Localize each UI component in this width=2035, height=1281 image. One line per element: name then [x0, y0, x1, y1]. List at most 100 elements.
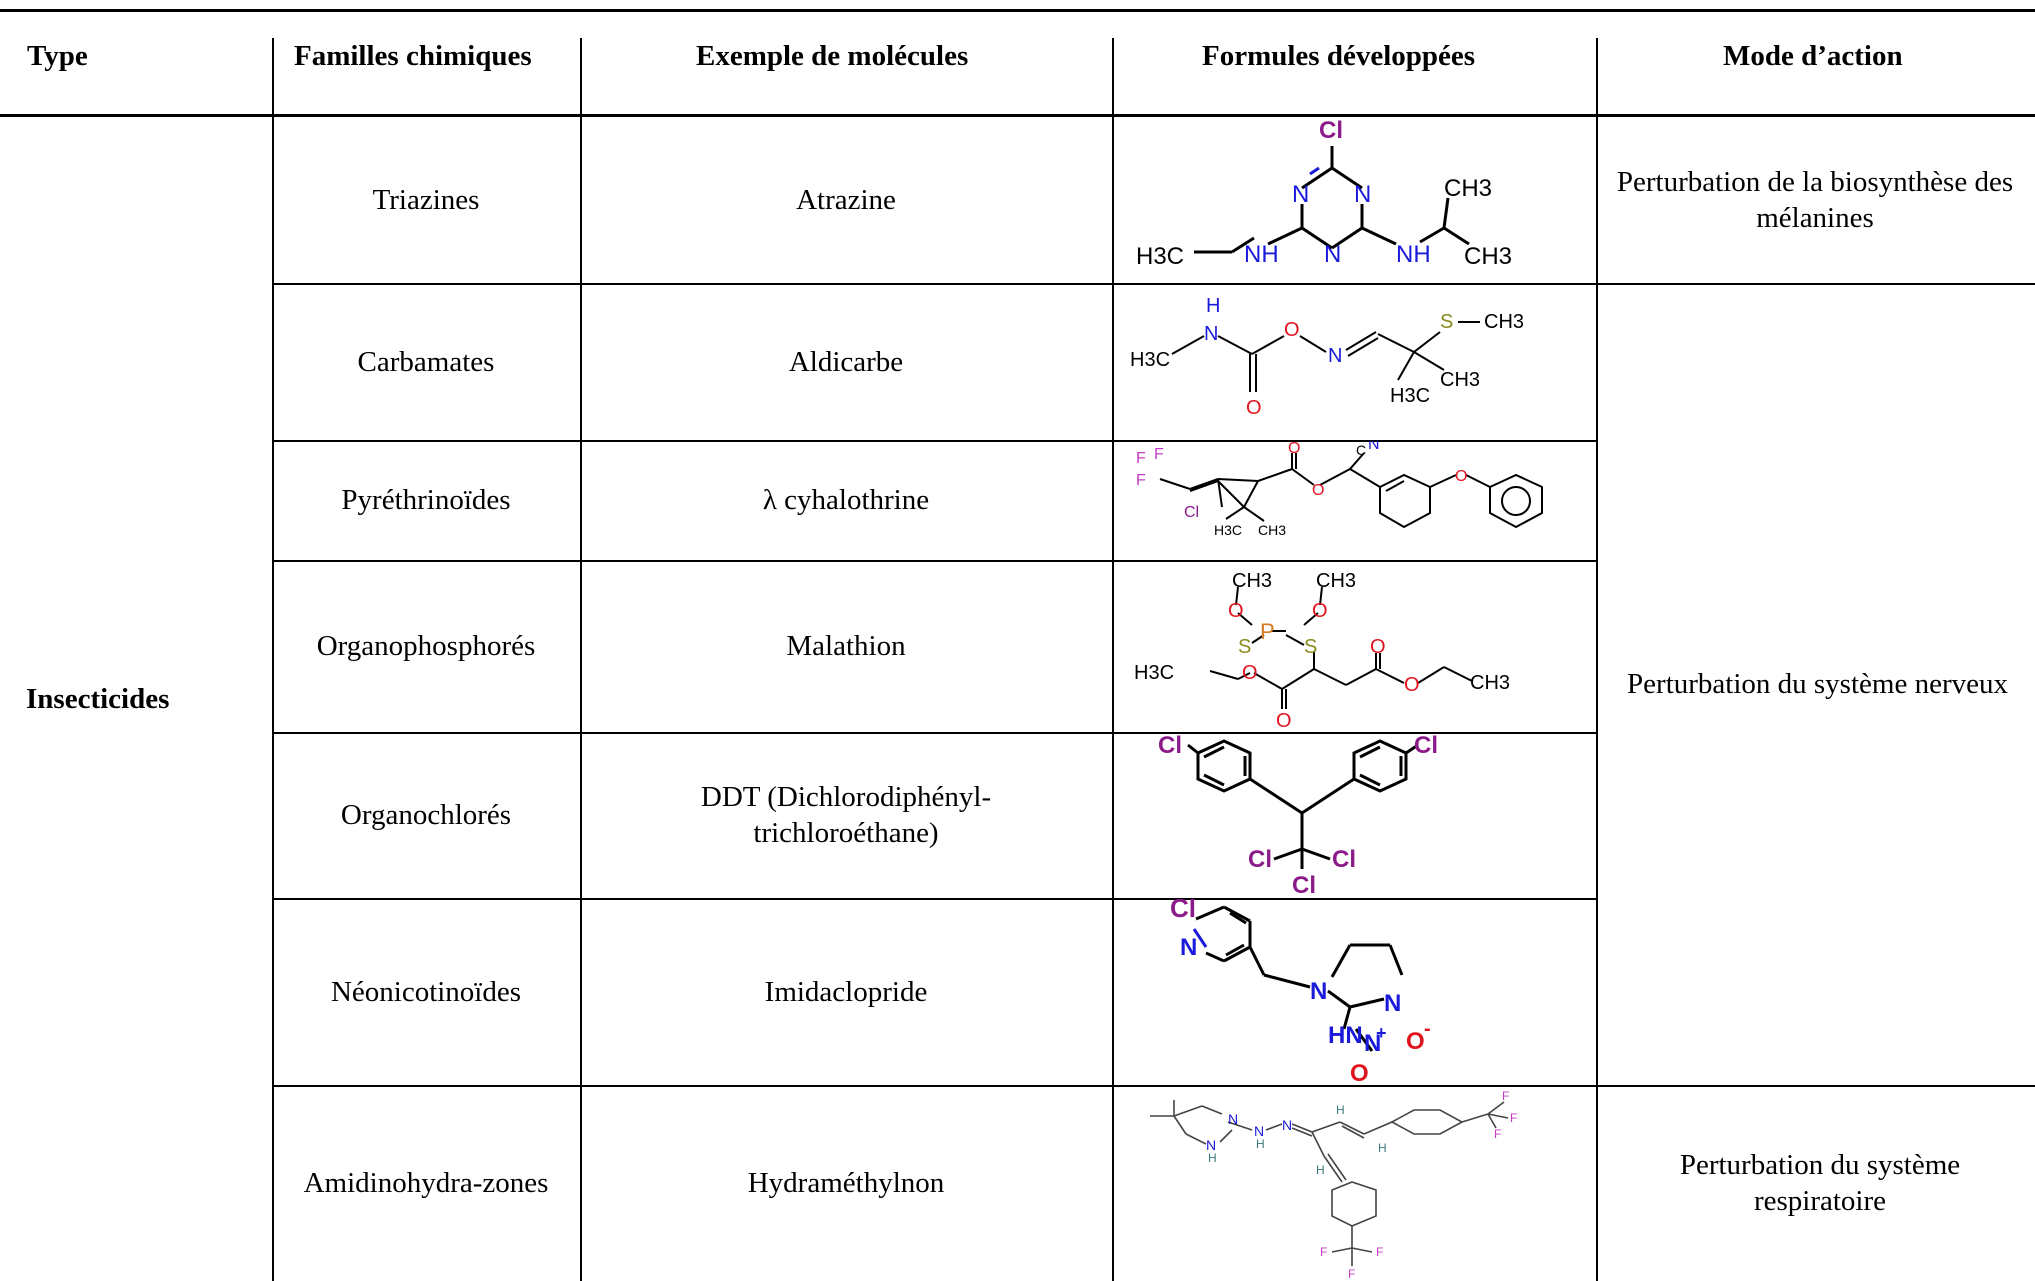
ddt-structure: Cl Cl Cl Cl Cl: [1114, 733, 1594, 897]
atrazine-ch3: CH3: [1464, 243, 1512, 270]
imidaclopride-cl: Cl: [1170, 899, 1196, 923]
aldicarbe-h3c: H3C: [1130, 349, 1170, 371]
hydramethylnon-n: N: [1206, 1137, 1216, 1153]
row-divider: [272, 283, 2035, 285]
malathion-s: S: [1304, 636, 1317, 658]
malathion-s: S: [1238, 636, 1251, 658]
malathion-ch3: CH3: [1470, 672, 1510, 694]
hydramethylnon-structure: N N H N H N H H H F F F F F F: [1114, 1086, 1594, 1281]
aldicarbe-n: N: [1328, 345, 1342, 367]
aldicarbe-structure: H N H3C O O N S CH3 CH3 H3C: [1114, 284, 1594, 439]
malathion-p: P: [1260, 619, 1275, 644]
family-cell: Organophosphorés: [316, 630, 536, 662]
aldicarbe-h: H: [1206, 295, 1220, 317]
header-formulas: Formules développées: [1202, 40, 1476, 72]
hydramethylnon-h: H: [1378, 1141, 1387, 1155]
malathion-ch3: CH3: [1232, 570, 1272, 592]
col-divider: [580, 38, 582, 1281]
aldicarbe-s: S: [1440, 311, 1453, 333]
ddt-cl: Cl: [1332, 846, 1356, 873]
malathion-structure: CH3 CH3 O O P S S H3C O O O O CH3: [1114, 561, 1594, 731]
family-cell: Amidinohydra-zones: [303, 1167, 549, 1199]
malathion-ch3: CH3: [1316, 570, 1356, 592]
hydramethylnon-f: F: [1376, 1245, 1383, 1259]
aldicarbe-ch3: CH3: [1484, 311, 1524, 333]
col-divider: [1596, 38, 1598, 1281]
malathion-o: O: [1404, 674, 1420, 696]
row-divider: [272, 1085, 2035, 1087]
col-divider: [272, 38, 274, 1281]
row-divider: [272, 732, 1596, 734]
family-cell: Pyréthrinoïdes: [341, 484, 511, 516]
cyhalothrine-f: F: [1154, 446, 1164, 463]
atrazine-n: N: [1292, 181, 1309, 208]
hydramethylnon-h: H: [1208, 1151, 1217, 1165]
aldicarbe-o: O: [1284, 319, 1300, 341]
hydramethylnon-n: N: [1228, 1111, 1238, 1127]
imidaclopride-structure: Cl N N N HN N + O - O: [1114, 899, 1594, 1084]
imidaclopride-n: N: [1384, 990, 1401, 1017]
family-cell: Néonicotinoïdes: [330, 975, 522, 1008]
imidaclopride-n: N: [1364, 1030, 1381, 1057]
imidaclopride-o: O: [1406, 1028, 1425, 1055]
hydramethylnon-h: H: [1256, 1137, 1265, 1151]
imidaclopride-hn: HN: [1328, 1022, 1363, 1049]
molecule-cell: λ cyhalothrine: [762, 484, 930, 516]
atrazine-ch3: CH3: [1444, 175, 1492, 202]
atrazine-h3c: H3C: [1136, 243, 1184, 270]
malathion-o: O: [1312, 600, 1328, 622]
type-label: Insecticides: [26, 682, 170, 715]
atrazine-cl: Cl: [1319, 117, 1343, 144]
atrazine-structure: Cl N N N NH NH H3C CH3 CH3: [1114, 116, 1594, 283]
malathion-o: O: [1276, 710, 1292, 731]
molecule-cell: Malathion: [786, 630, 906, 662]
row-divider: [272, 440, 1596, 442]
row-divider: [272, 560, 1596, 562]
hydramethylnon-h: H: [1316, 1163, 1325, 1177]
malathion-o: O: [1228, 600, 1244, 622]
mode-cell-respiratory: Perturbation du système respiratoire: [1679, 1149, 1961, 1217]
imidaclopride-n: N: [1180, 934, 1197, 961]
family-cell: Carbamates: [357, 345, 495, 378]
molecule-cell: Hydraméthylnon: [747, 1167, 945, 1199]
atrazine-n: N: [1354, 181, 1371, 208]
hydramethylnon-f: F: [1348, 1267, 1355, 1281]
imidaclopride-minus: -: [1424, 1018, 1431, 1040]
hydramethylnon-f: F: [1320, 1245, 1327, 1259]
cyhalothrine-o: O: [1288, 441, 1300, 457]
table-top-rule: [0, 9, 2035, 12]
cyhalothrine-ch3: CH3: [1258, 522, 1286, 538]
hydramethylnon-f: F: [1510, 1111, 1517, 1125]
hydramethylnon-n: N: [1282, 1117, 1292, 1133]
molecule-cell: DDT (Dichlorodiphényl-trichloroéthane): [700, 781, 992, 849]
hydramethylnon-n: N: [1254, 1123, 1264, 1139]
imidaclopride-plus: +: [1376, 1023, 1387, 1043]
malathion-o: O: [1242, 662, 1258, 684]
imidaclopride-n: N: [1310, 978, 1327, 1005]
hydramethylnon-h: H: [1336, 1103, 1345, 1117]
ddt-cl: Cl: [1158, 733, 1182, 759]
header-examples: Exemple de molécules: [696, 40, 969, 72]
aldicarbe-ch3: CH3: [1440, 369, 1480, 391]
family-cell: Organochlorés: [340, 799, 512, 831]
cyhalothrine-n: N: [1368, 441, 1380, 453]
cyhalothrine-h3c: H3C: [1214, 522, 1242, 538]
atrazine-n: N: [1324, 241, 1341, 268]
aldicarbe-n: N: [1204, 323, 1218, 345]
cyhalothrine-cl: Cl: [1184, 504, 1199, 521]
molecule-cell: Imidaclopride: [764, 975, 928, 1008]
malathion-h3c: H3C: [1134, 662, 1174, 684]
mode-cell-melanin: Perturbation de la biosynthèse des mélan…: [1616, 165, 2014, 234]
cyhalothrine-f: F: [1136, 472, 1146, 489]
ddt-cl: Cl: [1414, 733, 1438, 759]
col-divider: [1112, 38, 1114, 1281]
ddt-cl: Cl: [1248, 846, 1272, 873]
hydramethylnon-f: F: [1502, 1089, 1509, 1103]
cyhalothrine-c: C: [1356, 442, 1366, 458]
ddt-cl: Cl: [1292, 872, 1316, 897]
hydramethylnon-f: F: [1494, 1127, 1501, 1141]
atrazine-nh: NH: [1396, 241, 1431, 268]
row-divider: [272, 898, 1596, 900]
atrazine-nh: NH: [1244, 241, 1279, 268]
cyhalothrine-o: O: [1312, 482, 1324, 499]
